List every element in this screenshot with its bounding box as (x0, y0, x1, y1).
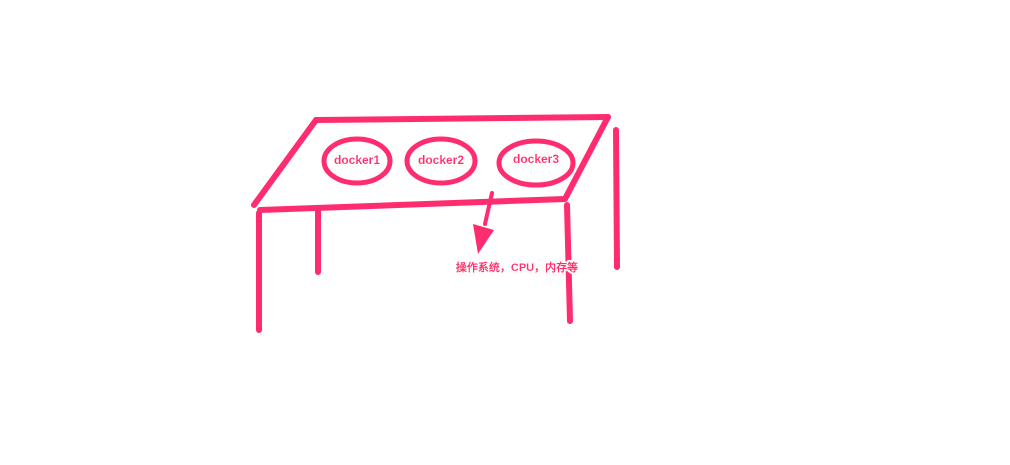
back-right-leg (613, 127, 620, 270)
table-top-back-edge (313, 114, 611, 123)
table-top-left-edge (251, 117, 319, 208)
docker1-ellipse (321, 136, 393, 186)
docker2-label: docker2 (418, 153, 464, 167)
arrow-shaft (483, 191, 494, 226)
docker-container-3: docker3 (496, 138, 576, 188)
annotation-label: 操作系统，CPU，内存等 (456, 260, 578, 274)
docker3-label: docker3 (513, 152, 559, 166)
docker1-label: docker1 (334, 153, 380, 167)
docker-container-1: docker1 (321, 136, 393, 186)
table-top (251, 114, 611, 213)
docker2-ellipse (404, 136, 478, 186)
front-right-leg (564, 202, 573, 324)
arrow-head (473, 224, 494, 254)
docker-containers: docker1 docker2 docker3 (321, 136, 576, 188)
annotation-arrow (473, 191, 494, 254)
table-top-right-edge (563, 114, 611, 200)
docker-container-2: docker2 (404, 136, 478, 186)
table-legs (256, 127, 620, 333)
docker3-ellipse (496, 138, 576, 188)
table-top-front-edge (257, 196, 568, 213)
